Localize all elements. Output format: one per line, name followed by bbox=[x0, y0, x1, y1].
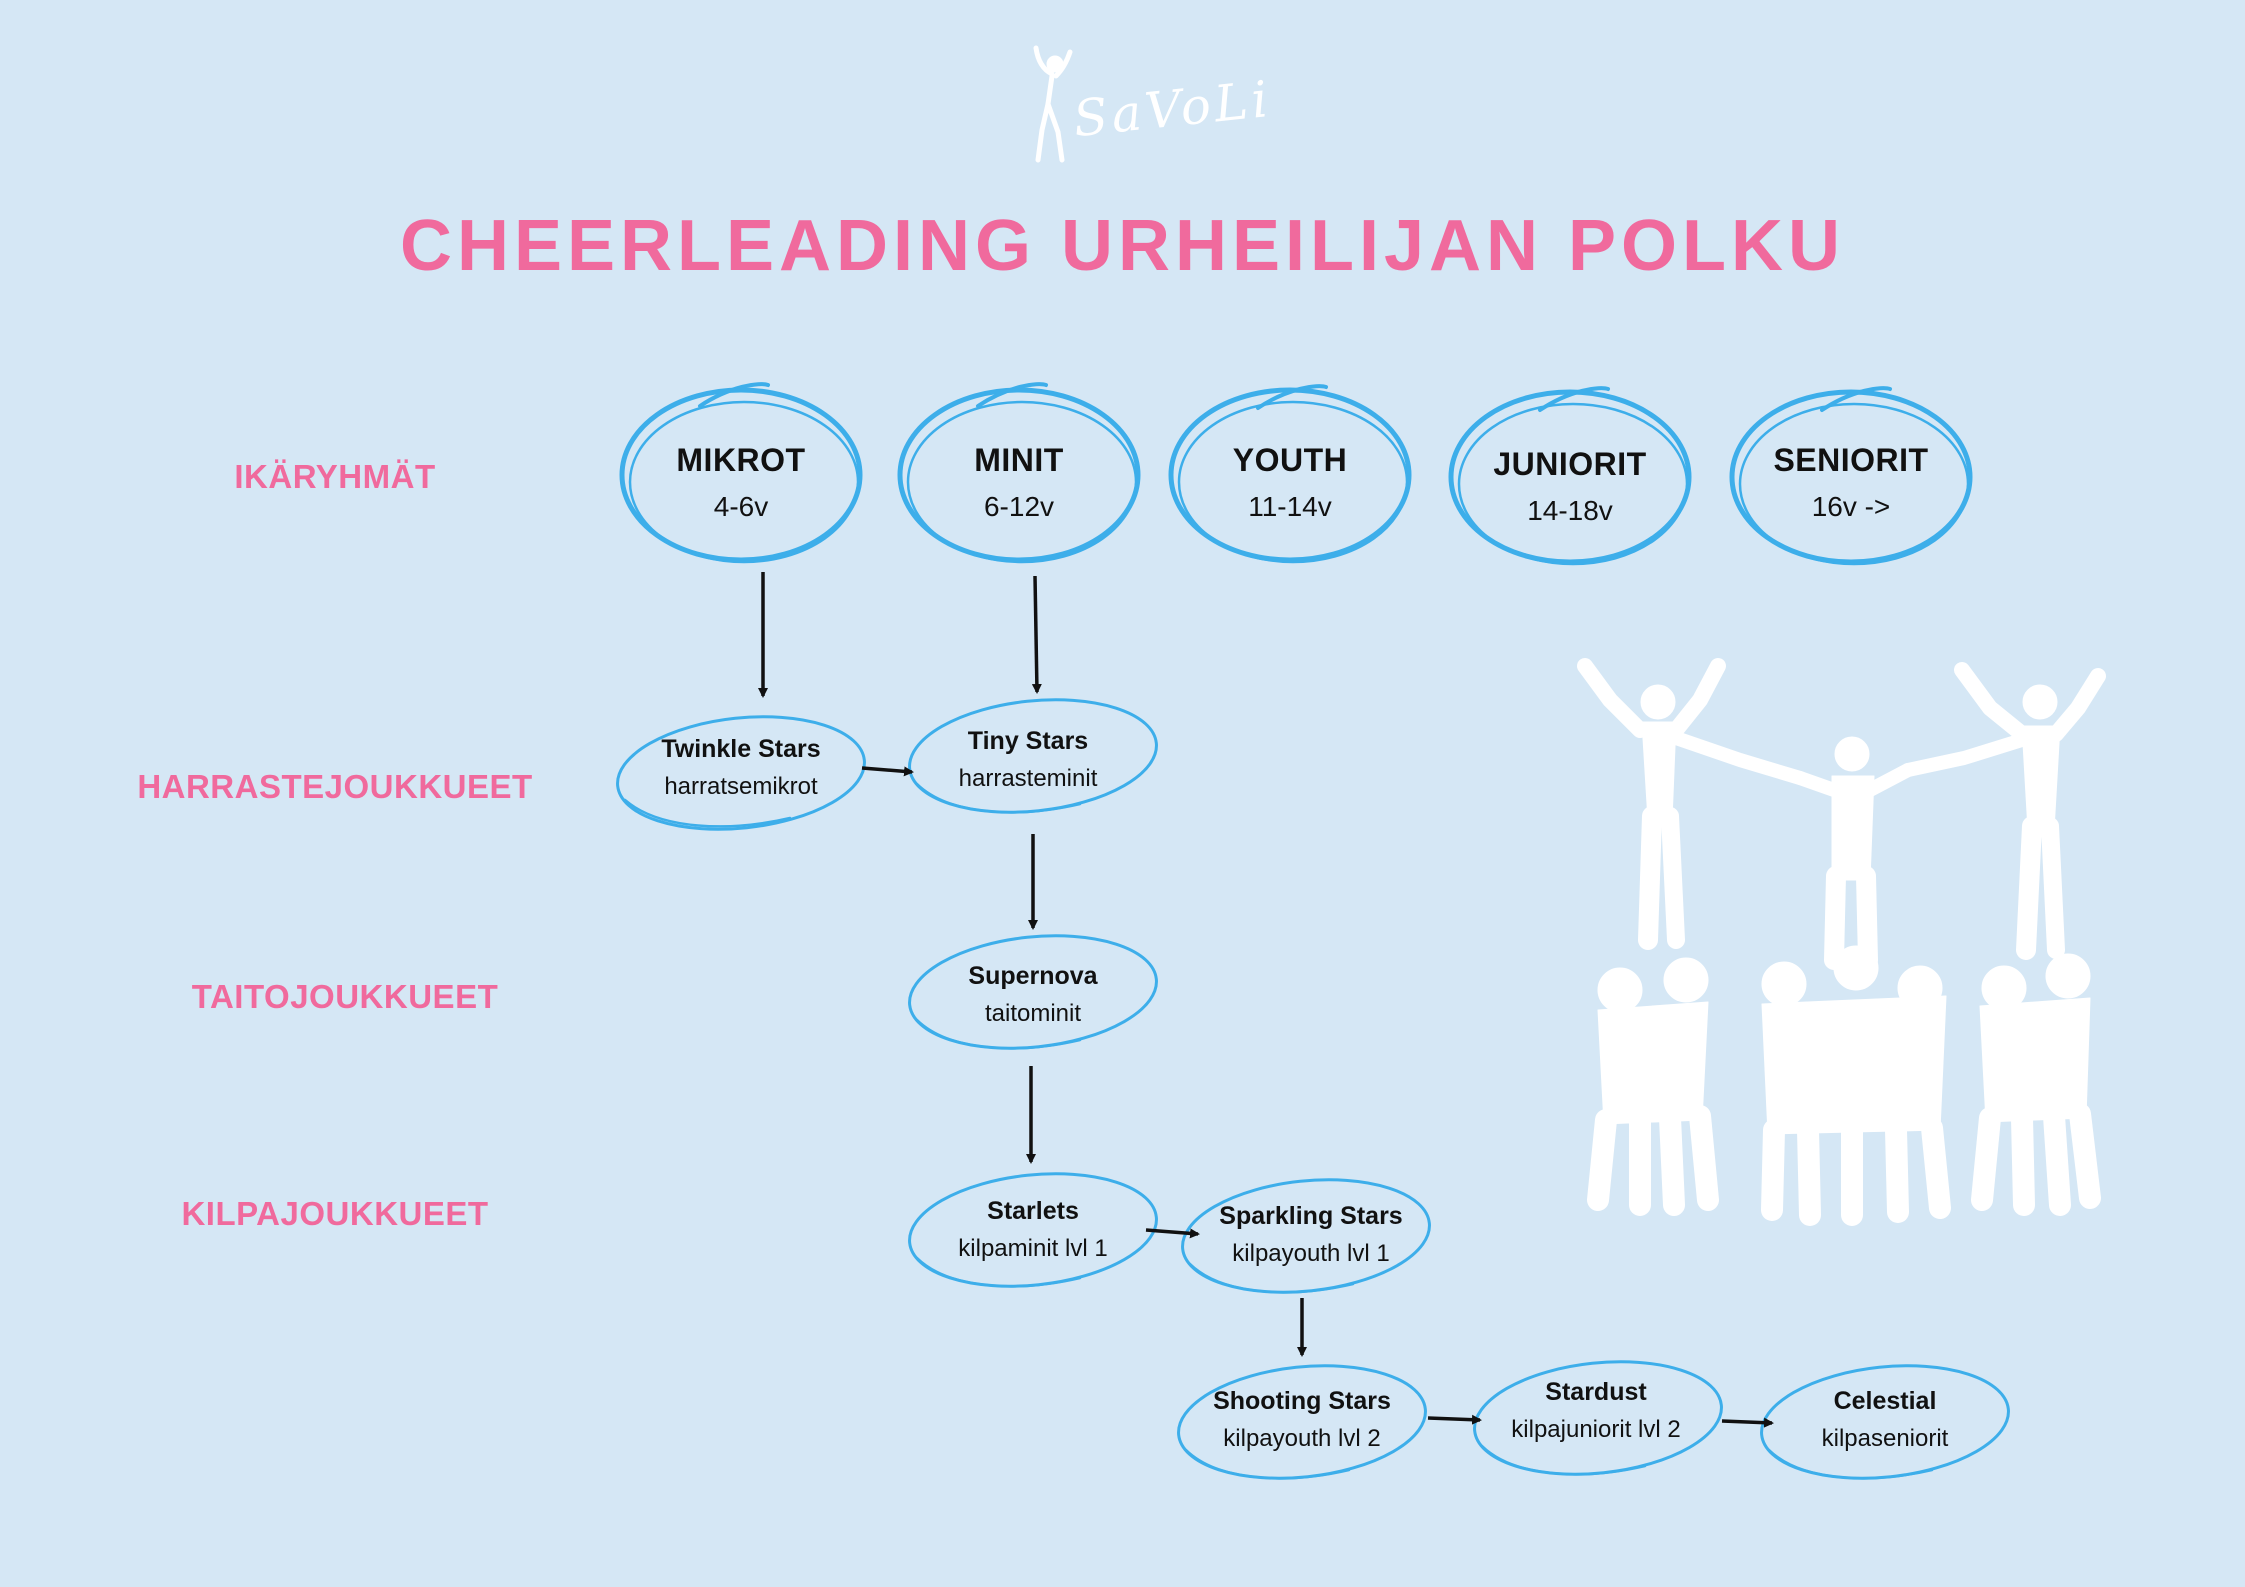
cheerleader-figure-icon bbox=[1033, 45, 1073, 163]
age-group-juniorit: JUNIORIT 14-18v bbox=[1470, 446, 1670, 527]
age-group-seniorit: SENIORIT 16v -> bbox=[1751, 442, 1951, 523]
team-stardust: Stardust kilpajuniorit lvl 2 bbox=[1466, 1378, 1726, 1444]
team-ellipse-starlets bbox=[908, 1172, 1158, 1288]
row-label-skill-teams: TAITOJOUKKUEET bbox=[191, 978, 499, 1015]
team-celestial: Celestial kilpaseniorit bbox=[1765, 1387, 2005, 1453]
page-title: CHEERLEADING URHEILIJAN POLKU bbox=[399, 206, 1846, 286]
team-ellipse-stardust bbox=[1473, 1360, 1723, 1476]
age-ellipse-minit bbox=[897, 382, 1141, 564]
team-tiny-stars: Tiny Stars harrasteminit bbox=[908, 727, 1148, 793]
team-ellipse-shooting bbox=[1177, 1364, 1427, 1480]
age-group-name: YOUTH bbox=[1232, 442, 1348, 478]
team-name: Celestial bbox=[1833, 1387, 1937, 1415]
team-starlets: Starlets kilpaminit lvl 1 bbox=[913, 1197, 1153, 1263]
age-group-name: JUNIORIT bbox=[1493, 446, 1647, 482]
age-group-range: 14-18v bbox=[1527, 495, 1613, 526]
logo: SaVoLi bbox=[1028, 42, 1274, 172]
age-group-name: MIKROT bbox=[676, 442, 806, 478]
age-group-range: 4-6v bbox=[713, 491, 769, 522]
age-ellipse-seniorit bbox=[1729, 386, 1973, 566]
team-ellipse-twinkle bbox=[616, 715, 866, 831]
age-group-name: MINIT bbox=[974, 442, 1064, 478]
team-category: harratsemikrot bbox=[664, 773, 818, 800]
age-group-range: 11-14v bbox=[1248, 491, 1332, 522]
age-ellipse-juniorit bbox=[1448, 386, 1692, 566]
arrow-starlets-to-sparkling bbox=[1145, 1228, 1200, 1239]
team-name: Stardust bbox=[1545, 1378, 1647, 1406]
team-ellipse-celestial bbox=[1760, 1364, 2010, 1480]
team-name: Twinkle Stars bbox=[661, 735, 821, 763]
age-group-name: SENIORIT bbox=[1773, 442, 1929, 478]
age-group-youth: YOUTH 11-14v bbox=[1190, 442, 1390, 523]
arrow-twinkle-to-tiny bbox=[861, 766, 914, 777]
team-name: Tiny Stars bbox=[967, 727, 1089, 755]
team-ellipse-sparkling bbox=[1181, 1178, 1431, 1294]
arrow-stardust-to-celestial bbox=[1721, 1417, 1774, 1428]
team-ellipse-supernova bbox=[908, 934, 1158, 1050]
arrow-shooting-to-stardust bbox=[1427, 1414, 1482, 1425]
age-group-minit: MINIT 6-12v bbox=[919, 442, 1119, 523]
team-supernova: Supernova taitominit bbox=[913, 962, 1153, 1028]
row-label-competition-teams: KILPAJOUKKUEET bbox=[181, 1195, 489, 1232]
team-name: Starlets bbox=[987, 1197, 1079, 1225]
row-label-hobby-teams: HARRASTEJOUKKUEET bbox=[137, 768, 533, 805]
age-group-mikrot: MIKROT 4-6v bbox=[641, 442, 841, 523]
team-category: harrasteminit bbox=[958, 765, 1098, 792]
age-group-range: 6-12v bbox=[983, 491, 1055, 522]
team-name: Shooting Stars bbox=[1213, 1387, 1391, 1415]
team-category: kilpaseniorit bbox=[1821, 1425, 1949, 1452]
arrow-minit-to-tiny bbox=[1031, 575, 1042, 694]
team-sparkling-stars: Sparkling Stars kilpayouth lvl 1 bbox=[1181, 1202, 1441, 1268]
team-category: kilpayouth lvl 2 bbox=[1223, 1425, 1381, 1452]
cheerleader-pyramid-silhouette bbox=[1577, 658, 2106, 1226]
team-category: kilpaminit lvl 1 bbox=[958, 1235, 1108, 1262]
team-name: Supernova bbox=[968, 962, 1098, 990]
age-ellipse-mikrot bbox=[619, 382, 863, 564]
team-shooting-stars: Shooting Stars kilpayouth lvl 2 bbox=[1172, 1387, 1432, 1453]
team-twinkle-stars: Twinkle Stars harratsemikrot bbox=[621, 735, 861, 801]
team-category: kilpayouth lvl 1 bbox=[1232, 1240, 1390, 1267]
team-category: taitominit bbox=[984, 1000, 1082, 1027]
age-group-range: 16v -> bbox=[1811, 491, 1891, 522]
team-category: kilpajuniorit lvl 2 bbox=[1511, 1416, 1681, 1443]
team-name: Sparkling Stars bbox=[1219, 1202, 1403, 1230]
age-ellipse-youth bbox=[1168, 384, 1412, 564]
row-label-age-groups: IKÄRYHMÄT bbox=[234, 458, 436, 495]
